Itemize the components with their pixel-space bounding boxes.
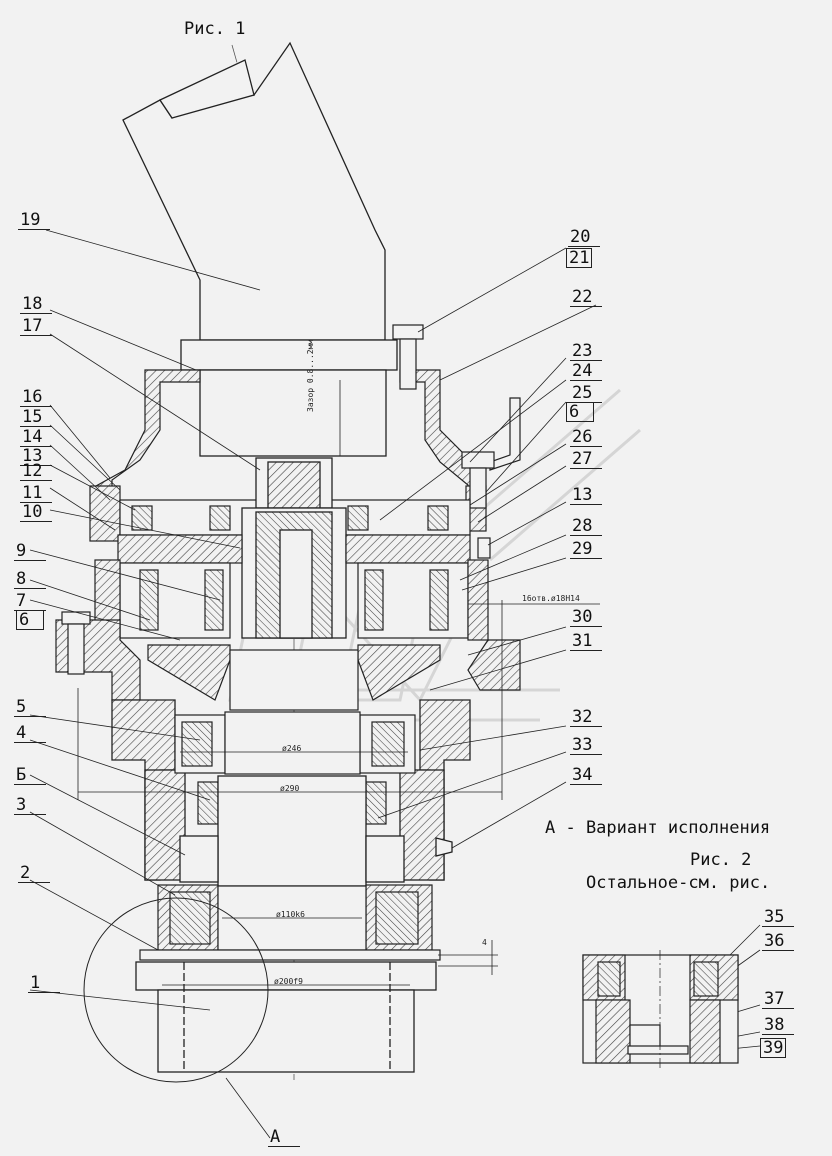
- bolt-top: [392, 324, 424, 390]
- callout-a: А: [268, 1128, 300, 1147]
- detail-circle-a: [83, 897, 269, 1083]
- carrier: [117, 534, 471, 639]
- bracket: [461, 397, 521, 559]
- bearing-lower-1: [174, 711, 416, 775]
- callout-16: 16: [20, 388, 52, 407]
- callout-22: 22: [570, 288, 602, 307]
- dim-d200: ø200f9: [274, 977, 303, 986]
- callout-17: 17: [20, 317, 52, 336]
- motor: [122, 41, 398, 457]
- lower-housing: [111, 699, 471, 881]
- callout-15: 15: [20, 408, 52, 427]
- callout-6-top: 6: [566, 402, 594, 422]
- callout-26: 26: [570, 428, 602, 447]
- leader-lines: [29, 229, 761, 1139]
- callout-12: 12: [20, 462, 52, 481]
- callout-14: 14: [20, 428, 52, 447]
- callout-5: 5: [14, 698, 46, 717]
- callout-23: 23: [570, 342, 602, 361]
- callout-37: 37: [762, 990, 794, 1009]
- detail-figure-2: [582, 950, 739, 1070]
- callout-11: 11: [20, 484, 52, 503]
- cone-ring: [147, 644, 441, 711]
- callout-6-bottom: 6: [16, 610, 44, 630]
- callout-10: 10: [20, 503, 52, 522]
- variant-note-line2: Рис. 2: [690, 850, 752, 870]
- dimension-lines: [77, 380, 600, 986]
- dim-gap: Зазор 0.8...2мм: [306, 339, 315, 412]
- callout-3: 3: [14, 796, 46, 815]
- callout-b: Б: [14, 766, 46, 785]
- dim-d110: ø110k6: [276, 910, 305, 919]
- callout-33: 33: [570, 736, 602, 755]
- flange-bolt: [61, 611, 91, 675]
- callout-32: 32: [570, 708, 602, 727]
- bearing-lower-2: [139, 884, 441, 961]
- callout-8: 8: [14, 570, 46, 589]
- dim-holes: 16отв.ø18H14: [522, 594, 580, 603]
- callout-31: 31: [570, 632, 602, 651]
- dim-four: 4: [482, 938, 487, 947]
- callout-30: 30: [570, 608, 602, 627]
- dim-d246: ø246: [282, 744, 302, 753]
- callout-34: 34: [570, 766, 602, 785]
- callout-18: 18: [20, 295, 52, 314]
- callout-25: 25: [570, 384, 602, 403]
- central-shaft: [241, 457, 347, 639]
- callout-21: 21: [566, 248, 593, 268]
- callout-13-right: 13: [570, 486, 602, 505]
- variant-note-line3: Остальное-см. рис.: [586, 873, 771, 893]
- dim-d290: ø290: [280, 784, 300, 793]
- figure-title: Рис. 1: [184, 19, 246, 39]
- callout-35: 35: [762, 908, 794, 927]
- callout-1: 1: [28, 974, 60, 993]
- callout-28: 28: [570, 517, 602, 536]
- callout-19: 19: [18, 211, 50, 230]
- callout-27: 27: [570, 450, 602, 469]
- callout-38: 38: [762, 1016, 794, 1035]
- callout-13-left: 13: [20, 447, 52, 466]
- callout-2: 2: [18, 864, 50, 883]
- callout-29: 29: [570, 540, 602, 559]
- callout-20: 20: [568, 228, 600, 247]
- output-shaft: [179, 775, 453, 887]
- callout-4: 4: [14, 724, 46, 743]
- callout-39: 39: [760, 1038, 787, 1058]
- callout-9: 9: [14, 542, 46, 561]
- variant-note-line1: А - Вариант исполнения: [545, 818, 771, 838]
- callout-7: 7: [14, 592, 46, 611]
- callout-24: 24: [570, 362, 602, 381]
- callout-36: 36: [762, 932, 794, 951]
